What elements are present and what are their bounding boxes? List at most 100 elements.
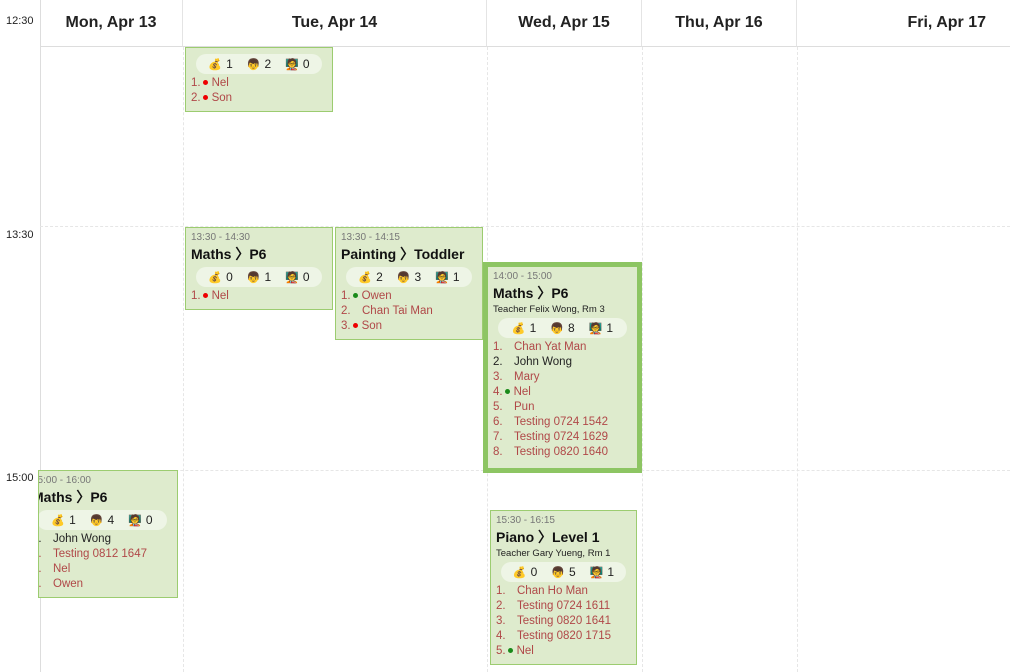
day-header-mon[interactable]: Mon, Apr 13 — [40, 0, 183, 47]
student-item[interactable]: 2.Testing 0812 1647 — [39, 547, 172, 562]
stat-count: 2 — [264, 57, 272, 71]
stat-count: 2 — [376, 270, 383, 284]
student-number: 5. — [496, 645, 506, 657]
student-item[interactable]: 1.Chan Yat Man — [493, 340, 632, 355]
event-stats: 💰1👦4🧑‍🏫0 — [39, 510, 167, 530]
event-stats: 💰1👦2🧑‍🏫0 — [196, 54, 322, 74]
student-number: 2. — [191, 92, 201, 104]
student-item[interactable]: 7. Testing 0724 1629 — [493, 430, 632, 445]
student-name: Owen — [361, 290, 392, 302]
student-number: 5. — [493, 401, 503, 413]
student-number: 4. — [38, 578, 42, 590]
event-stats: 💰0👦1🧑‍🏫0 — [196, 267, 322, 287]
student-name: Son — [211, 92, 233, 104]
stat-count: 3 — [414, 270, 422, 284]
time-gutter-border — [40, 0, 41, 672]
student-name: John Wong — [514, 356, 572, 368]
student-item[interactable]: 1. Chan Ho Man — [496, 584, 631, 599]
student-item[interactable]: 5.Nel — [496, 644, 631, 659]
stat-count: 1 — [529, 321, 537, 335]
student-number: 3. — [341, 320, 351, 332]
event-stats: 💰0👦5🧑‍🏫1 — [501, 562, 626, 582]
day-header-thu[interactable]: Thu, Apr 16 — [642, 0, 797, 47]
student-number: 2. — [496, 600, 506, 612]
money-bag-icon: 💰 — [358, 272, 373, 284]
stat-count: 4 — [107, 513, 115, 527]
status-dot-icon — [202, 79, 208, 85]
student-item[interactable]: 1.John Wong — [39, 532, 172, 547]
student-item[interactable]: 4.Nel — [493, 385, 632, 400]
student-number: 4. — [496, 630, 506, 642]
stat-count: 0 — [226, 270, 233, 284]
student-item[interactable]: 2. Son — [191, 91, 327, 106]
money-bag-icon: 💰 — [511, 323, 526, 335]
student-number: 1. — [496, 585, 506, 597]
event-title: Maths 〉P6 — [191, 246, 267, 262]
student-name: Testing 0724 1611 — [517, 600, 611, 612]
student-number: 2. — [341, 305, 351, 317]
status-dot-icon — [507, 647, 513, 653]
teacher-icon: 🧑‍🏫 — [588, 323, 603, 335]
student-item[interactable]: 8.Testing 0820 1640 — [493, 445, 632, 460]
student-name: Testing 0724 1629 — [514, 431, 608, 443]
student-item[interactable]: 2. Testing 0724 1611 — [496, 599, 631, 614]
student-name: Nel — [53, 563, 71, 575]
child-icon: 👦 — [551, 567, 565, 579]
event-title: Painting 〉Toddler — [341, 246, 465, 262]
student-item[interactable]: 5.Pun — [493, 400, 632, 415]
student-name: Mary — [514, 371, 540, 383]
student-item[interactable]: 1.Nel — [191, 289, 327, 304]
student-name: Testing 0812 1647 — [53, 548, 147, 560]
time-label: 15:00 — [6, 472, 34, 484]
money-bag-icon: 💰 — [208, 272, 223, 284]
student-item[interactable]: 4. Owen — [38, 577, 172, 592]
teacher-icon: 🧑‍🏫 — [285, 272, 299, 284]
student-name: Nel — [211, 77, 229, 89]
day-header-fri[interactable]: Fri, Apr 17 — [797, 0, 1010, 47]
child-icon: 👦 — [550, 323, 564, 335]
student-name: Chan Ho Man — [517, 585, 588, 597]
child-icon: 👦 — [246, 59, 261, 71]
time-label: 12:30 — [6, 15, 34, 27]
event-title: Piano 〉Level 1 — [496, 529, 600, 545]
student-item[interactable]: 1.Owen — [341, 289, 477, 304]
stat-count: 1 — [69, 513, 76, 527]
stat-count: 1 — [264, 270, 272, 284]
stat-count: 0 — [145, 513, 153, 527]
student-item[interactable]: 2.John Wong — [493, 355, 632, 370]
child-icon: 👦 — [246, 272, 261, 284]
money-bag-icon: 💰 — [51, 515, 66, 527]
stat-count: 0 — [302, 57, 310, 71]
student-item[interactable]: 3.Son — [341, 319, 477, 334]
student-number: 8. — [493, 446, 503, 458]
student-item[interactable]: 3.Mary — [493, 370, 632, 385]
day-divider — [797, 47, 798, 672]
day-divider — [183, 47, 184, 672]
day-header-tue[interactable]: Tue, Apr 14 — [183, 0, 487, 47]
student-name: Owen — [53, 578, 84, 590]
event-time: 15:00 - 16:00 — [38, 475, 91, 486]
student-number: 4. — [493, 386, 503, 398]
stat-count: 8 — [568, 321, 575, 335]
student-item[interactable]: 3.Nel — [39, 562, 172, 577]
money-bag-icon: 💰 — [512, 567, 527, 579]
day-header-wed[interactable]: Wed, Apr 15 — [487, 0, 642, 47]
teacher-icon: 🧑‍🏫 — [285, 59, 299, 71]
student-name: Testing 0724 1542 — [514, 416, 608, 428]
student-item[interactable]: 4.Testing 0820 1715 — [496, 629, 631, 644]
student-item[interactable]: 6. Testing 0724 1542 — [493, 415, 632, 430]
student-number: 6. — [493, 416, 503, 428]
student-item[interactable]: 1.Nel — [191, 76, 327, 91]
student-number: 7. — [493, 431, 503, 443]
status-dot-icon — [352, 322, 358, 328]
student-item[interactable]: 2.Chan Tai Man — [341, 304, 477, 319]
event-title: Maths 〉P6 — [38, 489, 108, 505]
stat-count: 1 — [606, 321, 614, 335]
student-item[interactable]: 3.Testing 0820 1641 — [496, 614, 631, 629]
